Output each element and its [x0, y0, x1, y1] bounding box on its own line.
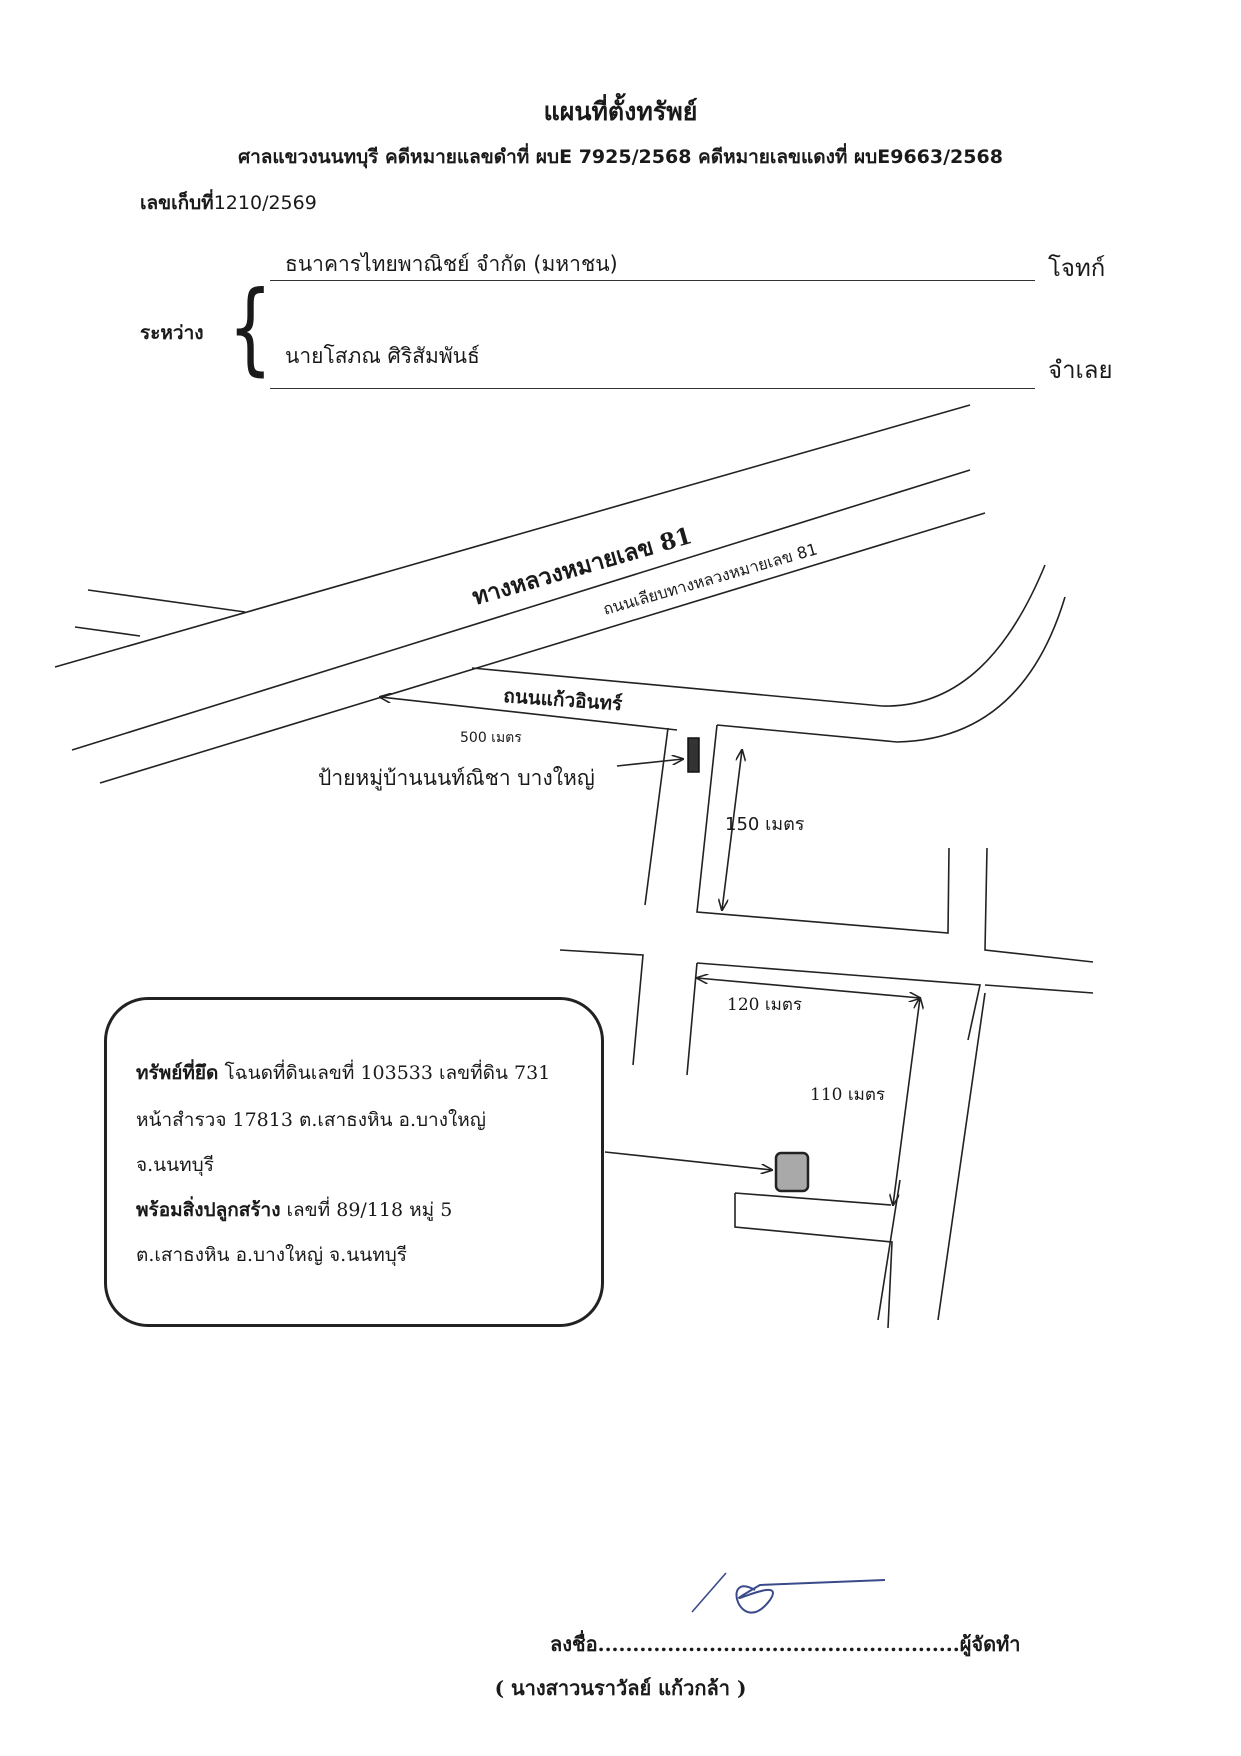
- building-text: เลขที่ 89/118 หมู่ 5: [286, 1199, 453, 1221]
- distance-150-label: 150 เมตร: [725, 814, 805, 835]
- building-label: พร้อมสิ่งปลูกสร้าง: [136, 1199, 281, 1221]
- property-lane: [734, 1193, 893, 1329]
- defendant-role: จำเลย: [1048, 356, 1113, 384]
- between-label: ระหว่าง: [140, 322, 204, 344]
- brace-symbol: {: [228, 269, 273, 386]
- cross-street-east: [984, 847, 1094, 963]
- distance-110-label: 110 เมตร: [810, 1085, 885, 1105]
- plaintiff-role: โจทก์: [1048, 254, 1106, 282]
- cross-street-east-lower: [984, 984, 1094, 994]
- road-east: [937, 992, 986, 1321]
- property-line-2: หน้าสำรวจ 17813 ต.เสาธงหิน อ.บางใหญ่: [136, 1109, 486, 1131]
- deed-text: โฉนดที่ดินเลขที่ 103533 เลขที่ดิน 731: [224, 1062, 551, 1084]
- signature-scribble: [735, 1579, 886, 1614]
- cross-street-mid: [686, 962, 698, 1076]
- sign-label: ลงชื่อ: [550, 1632, 598, 1656]
- arrow-500: [380, 697, 678, 731]
- defendant-underline: [270, 388, 1035, 389]
- plaintiff-name: ธนาคารไทยพาณิชย์ จำกัด (มหาชน): [285, 252, 618, 276]
- street-south-edge: [716, 596, 1066, 743]
- village-sign-label: ป้ายหมู่บ้านนนท์ณิชา บางใหญ่: [318, 766, 595, 791]
- cross-street-north: [696, 962, 981, 1041]
- signature-line: ลงชื่อ..................................…: [550, 1628, 1021, 1660]
- street-north-edge: [471, 564, 1046, 707]
- property-lane-north: [734, 1192, 892, 1206]
- property-line-1: ทรัพย์ที่ยึด โฉนดที่ดินเลขที่ 103533 เลข…: [136, 1058, 550, 1088]
- filing-number-line: เลขเก็บที่1210/2569: [140, 188, 317, 218]
- side-road-1: [87, 589, 246, 613]
- village-sign-marker: [687, 737, 700, 773]
- distance-500-label: 500 เมตร: [460, 730, 522, 746]
- property-marker: [774, 1151, 810, 1193]
- plaintiff-underline: [270, 280, 1035, 281]
- defendant-name: นายโสภณ ศิริสัมพันธ์: [285, 344, 480, 368]
- distance-120-label: 120 เมตร: [727, 995, 802, 1015]
- signer-name: ( นางสาวนราวัลย์ แก้วกล้า ): [494, 1676, 747, 1700]
- side-road-2: [74, 626, 141, 637]
- arrow-120: [697, 978, 920, 998]
- sign-dots: ........................................…: [597, 1632, 960, 1656]
- property-line-4: พร้อมสิ่งปลูกสร้าง เลขที่ 89/118 หมู่ 5: [136, 1195, 452, 1225]
- arrow-property: [604, 1151, 772, 1170]
- arrow-150: [722, 750, 742, 910]
- page-title: แผนที่ตั้งทรัพย์: [543, 97, 698, 126]
- cross-street-west: [559, 949, 644, 1066]
- signature-stroke: [691, 1572, 727, 1613]
- sign-role: ผู้จัดทำ: [959, 1632, 1021, 1656]
- connector-east-edge: [696, 724, 950, 934]
- seized-label: ทรัพย์ที่ยึด: [136, 1062, 219, 1084]
- arrow-110: [893, 998, 920, 1205]
- property-info-box: [104, 997, 604, 1327]
- arrow-sign: [616, 759, 683, 767]
- street-label: ถนนแก้วอินทร์: [503, 685, 624, 715]
- highway-north-edge: [54, 404, 971, 668]
- court-case-line: ศาลแขวงนนทบุรี คดีหมายแลขดำที่ ผบE 7925/…: [238, 146, 1003, 168]
- connector-west-edge: [644, 727, 669, 906]
- highway-south-edge: [71, 469, 971, 751]
- property-line-3: จ.นนทบุรี: [136, 1154, 214, 1176]
- filing-label: เลขเก็บที่: [140, 192, 214, 214]
- frontage-road-edge: [99, 512, 986, 784]
- filing-number: 1210/2569: [213, 192, 317, 214]
- property-line-5: ต.เสาธงหิน อ.บางใหญ่ จ.นนทบุรี: [136, 1244, 407, 1266]
